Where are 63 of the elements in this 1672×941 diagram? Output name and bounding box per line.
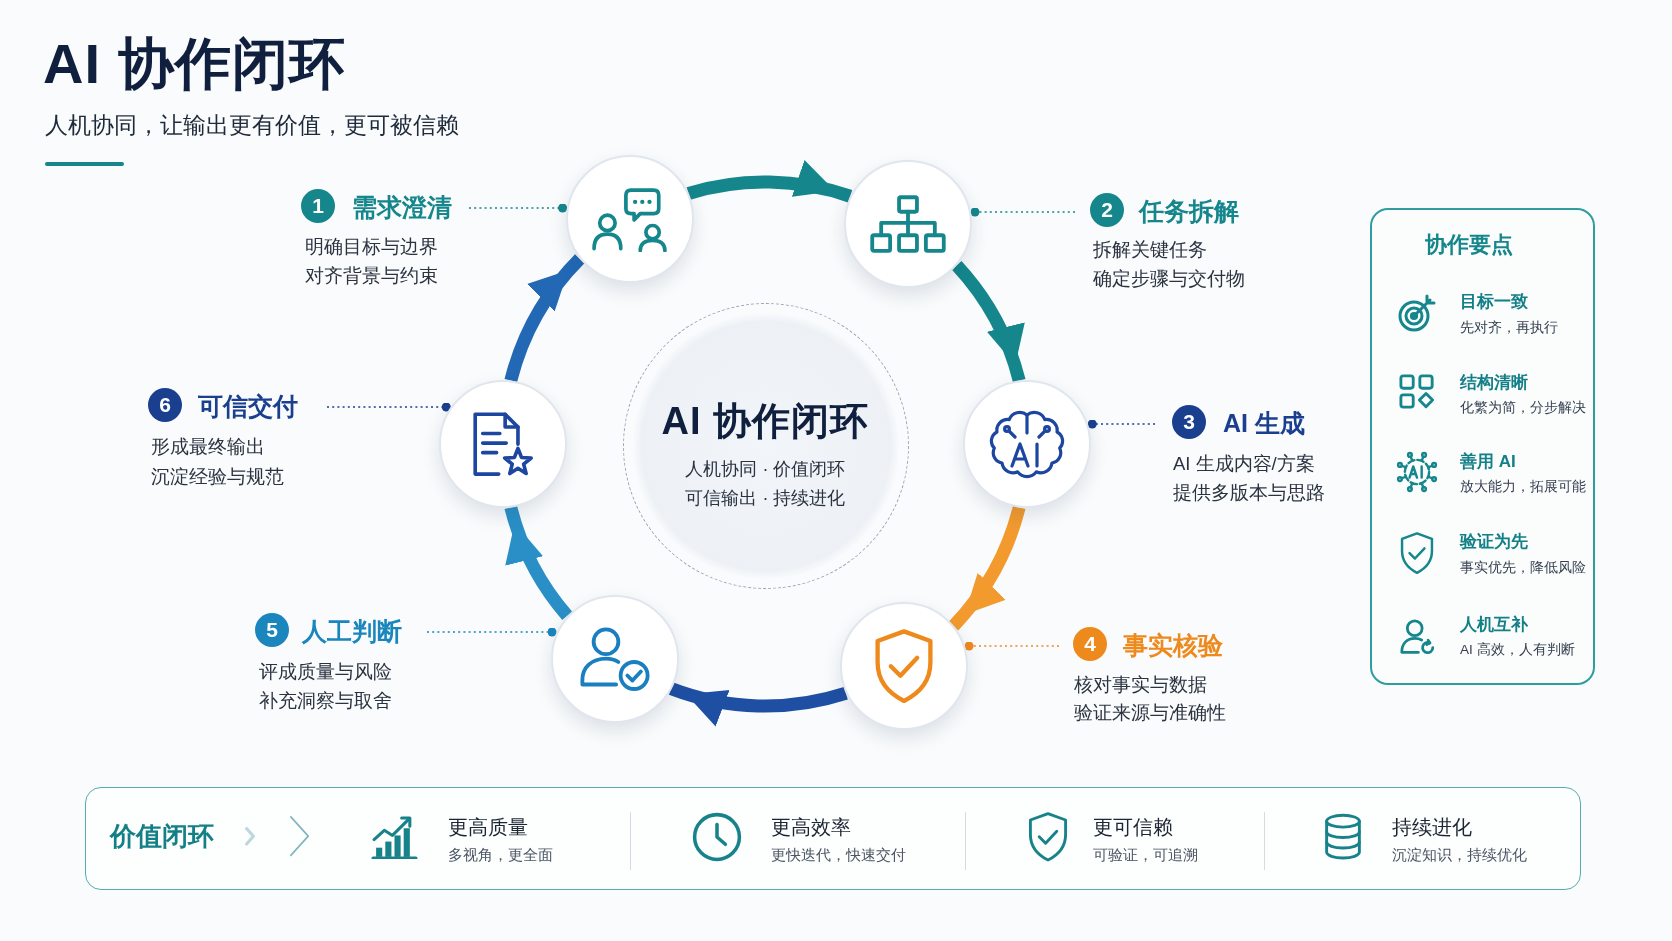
center-title: AI 协作闭环 <box>661 399 870 445</box>
step-description: 核对事实与数据 <box>1074 673 1207 697</box>
leader-line <box>963 641 1060 651</box>
tip-description: 化繁为简，分步解决 <box>1460 399 1586 417</box>
value-panel <box>85 787 1581 890</box>
tip-description: 先对齐，再执行 <box>1460 319 1558 337</box>
value-title: 持续进化 <box>1392 814 1472 840</box>
tip-description: 放大能力，拓展可能 <box>1460 478 1586 496</box>
number-badge: 3 <box>1172 405 1206 439</box>
step-title: 需求澄清 <box>352 191 452 223</box>
tip-title: 善用 AI <box>1460 451 1516 473</box>
value-title: 更高效率 <box>771 814 851 840</box>
leader-line <box>1086 419 1156 429</box>
step-description: 验证来源与准确性 <box>1074 701 1226 725</box>
number-badge: 6 <box>148 388 182 422</box>
step-description: AI 生成内容/方案 <box>1173 452 1315 476</box>
tip-description: 事实优先，降低风险 <box>1460 559 1586 577</box>
tip-title: 验证为先 <box>1460 531 1528 553</box>
step-title: 事实核验 <box>1123 629 1223 661</box>
value-title: 更可信赖 <box>1093 814 1173 840</box>
tips-panel <box>1370 208 1595 685</box>
number-badge: 2 <box>1090 193 1124 227</box>
step-description: 确定步骤与交付物 <box>1093 267 1245 291</box>
step-description: 补充洞察与取舍 <box>259 689 392 713</box>
step-description: 评成质量与风险 <box>259 660 392 684</box>
leader-line <box>969 207 1076 217</box>
tip-description: AI 高效，人有判断 <box>1460 641 1575 659</box>
step-description: 提供多版本与思路 <box>1173 481 1325 505</box>
center-subtitle: 可信输出 · 持续进化 <box>685 486 846 510</box>
step-description: 明确目标与边界 <box>305 235 438 259</box>
cycle-arrow <box>504 254 585 383</box>
page-title: AI 协作闭环 <box>43 31 346 98</box>
cycle-arrow <box>951 261 1026 383</box>
leader-line <box>468 203 568 213</box>
step-description: 拆解关键任务 <box>1093 238 1207 262</box>
value-title: 更高质量 <box>448 814 528 840</box>
leader-line <box>326 402 452 412</box>
tip-title: 人机互补 <box>1460 614 1528 636</box>
panel-heading: 协作要点 <box>1425 231 1513 259</box>
number-badge: 5 <box>255 613 289 647</box>
panel-heading: 价值闭环 <box>110 819 214 853</box>
tip-title: 目标一致 <box>1460 291 1528 313</box>
step-title: 任务拆解 <box>1139 195 1239 227</box>
subtitle: 人机协同，让输出更有价值，更可被信赖 <box>45 110 459 140</box>
value-description: 更快迭代，快速交付 <box>771 847 906 865</box>
number-badge: 1 <box>301 189 335 223</box>
value-description: 多视角，更全面 <box>448 847 553 865</box>
step-description: 形成最终输出 <box>151 435 265 459</box>
step-title: 可信交付 <box>198 390 298 422</box>
step-description: 对齐背景与约束 <box>305 264 438 288</box>
center-subtitle: 人机协同 · 价值闭环 <box>685 457 846 481</box>
value-description: 可验证，可追溯 <box>1093 847 1198 865</box>
cycle-arrow <box>948 505 1026 631</box>
cycle-arrow <box>687 162 852 203</box>
leader-line <box>426 627 558 637</box>
step-description: 沉淀经验与规范 <box>151 465 284 489</box>
cycle-arrow <box>504 505 573 620</box>
number-badge: 4 <box>1073 627 1107 661</box>
value-description: 沉淀知识，持续优化 <box>1392 847 1527 865</box>
step-title: AI 生成 <box>1223 407 1305 439</box>
cycle-arrow <box>669 682 848 724</box>
step-title: 人工判断 <box>302 615 402 647</box>
tip-title: 结构清晰 <box>1460 372 1528 394</box>
